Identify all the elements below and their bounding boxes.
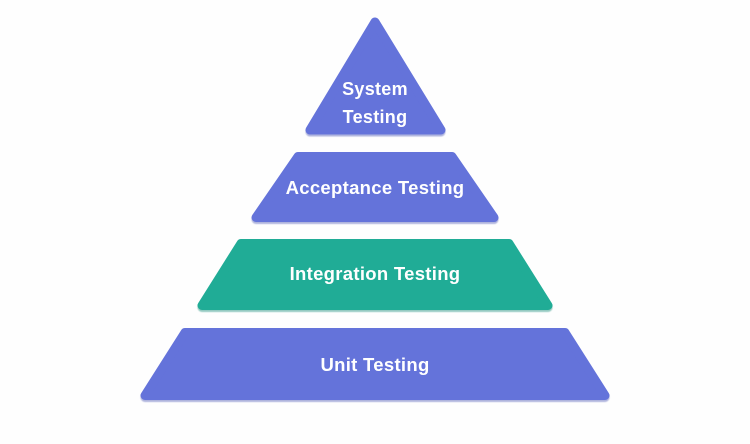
unit-testing-trapezoid [140,328,610,400]
system-testing-triangle [305,17,446,135]
integration-testing-trapezoid [197,239,553,310]
acceptance-testing-trapezoid [251,152,499,222]
